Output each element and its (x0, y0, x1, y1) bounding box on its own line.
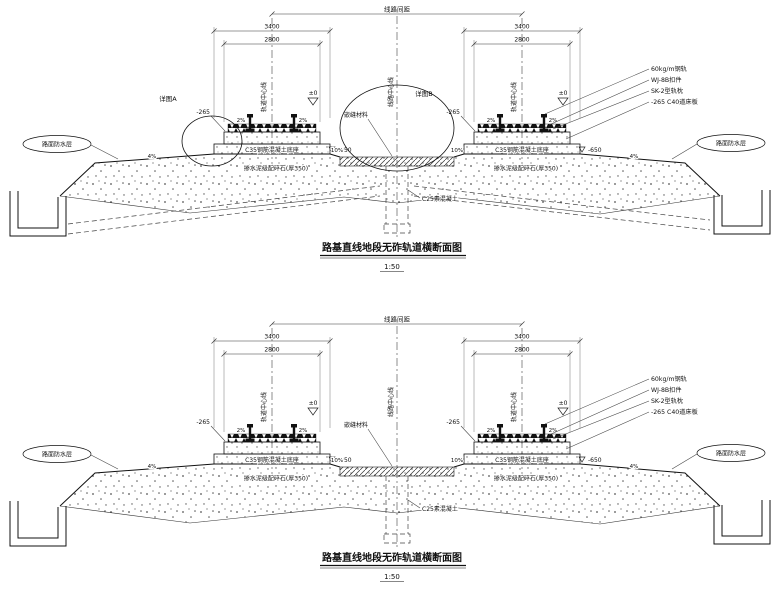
right-ditch (713, 190, 771, 235)
track-bed-slab (223, 131, 321, 145)
callout-rail: 60kg/m钢轨 (651, 65, 687, 73)
joint-material-label: 嵌缝材料 (343, 110, 393, 157)
track-assembly: 3400 2800 轨道中心线 ±0 (196, 18, 352, 174)
detail-b-bubble: 详图B (339, 84, 455, 172)
detail-a-bubble: 详图A (159, 94, 243, 167)
callout-sleeper: SK-2型轨枕 (651, 87, 683, 95)
cross-section: 线路中心线 线路间距 3400 2800 (9, 5, 771, 272)
level-zero-marker: ±0 (307, 90, 319, 106)
top-overlay: 详图A 详图B (67, 84, 711, 235)
cross-section-bottom (10, 315, 770, 582)
slope-4-right: 4% (630, 154, 639, 160)
spacing-dimension: 线路间距 (269, 5, 525, 17)
subbase-label: 掺水泥级配碎石(厚350) (244, 165, 308, 173)
waterproof-label-right: 路面防水层 (671, 134, 766, 160)
callout-fastener: WJ-8B扣件 (651, 76, 682, 84)
svg-text:详图A: 详图A (159, 94, 177, 103)
svg-text:路面防水层: 路面防水层 (716, 140, 746, 148)
level-650-marker: -650 (328, 146, 352, 154)
component-callouts: 60kg/m钢轨 WJ-8B扣件 SK-2型轨枕 -265 C40道床板 (544, 65, 698, 140)
svg-text:-265: -265 (196, 109, 210, 116)
track-assembly-right (445, 16, 603, 174)
svg-text:路面防水层: 路面防水层 (42, 141, 72, 149)
title-block: 路基直线地段无砟轨道横断面图 1:50 (320, 241, 466, 272)
svg-text:-650: -650 (338, 147, 352, 154)
slope-2-right: 2% (299, 118, 308, 124)
drawing-title: 路基直线地段无砟轨道横断面图 (322, 241, 462, 254)
base-slab-label: C35钢筋混凝土底座 (245, 146, 299, 154)
rail-right (289, 114, 299, 132)
spacing-label: 线路间距 (384, 5, 411, 14)
svg-text:3400: 3400 (264, 24, 279, 31)
route-centerline-label: 线路中心线 (387, 77, 395, 107)
drawing-scale: 1:50 (384, 263, 400, 271)
sleeper-block-row (227, 123, 317, 133)
svg-text:嵌缝材料: 嵌缝材料 (344, 111, 368, 119)
left-ditch (9, 191, 67, 237)
slope-10-left: 10% (331, 148, 343, 154)
track-centerline-label: 轨道中心线 (260, 82, 268, 112)
svg-text:详图B: 详图B (415, 89, 432, 98)
waterproof-label-left: 路面防水层 (22, 135, 119, 160)
level-265-marker: -265 (196, 109, 226, 132)
slope-2-left: 2% (237, 118, 246, 124)
rail-left (245, 114, 255, 132)
svg-text:±0: ±0 (309, 90, 318, 97)
slope-10-right: 10% (451, 148, 463, 154)
callout-bed-slab: -265 C40道床板 (651, 98, 698, 106)
slope-4-left: 4% (148, 154, 157, 160)
